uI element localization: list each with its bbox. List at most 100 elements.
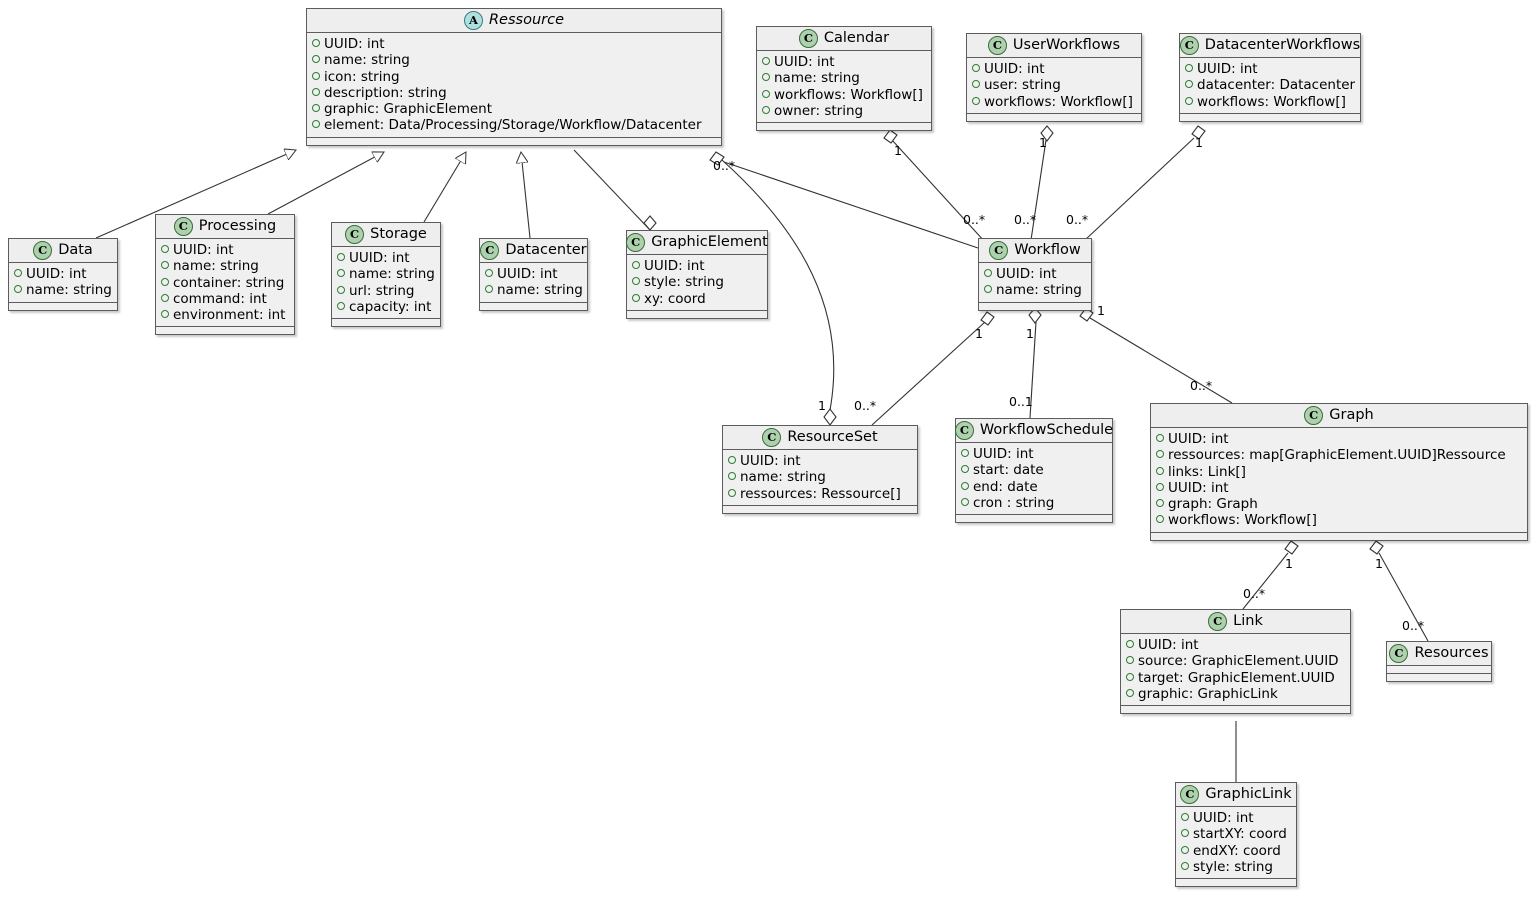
- edge-graphicelement-ressource: [573, 149, 651, 231]
- attribute-text: UUID: int: [324, 36, 385, 52]
- edge-processing-ressource: [267, 152, 384, 215]
- class-name-resources: Resources: [1414, 645, 1489, 662]
- class-name-ressource: Ressource: [488, 12, 565, 29]
- attribute-text: workflows: Workflow[]: [1197, 93, 1346, 110]
- class-methods-userworkflows: [967, 113, 1141, 121]
- visibility-public-icon: [961, 481, 969, 490]
- multiplicity-label: 0..*: [1190, 378, 1213, 393]
- attribute-text: UUID: int: [1138, 637, 1199, 653]
- attribute-text: style: string: [644, 274, 724, 291]
- attribute-text: url: string: [349, 282, 415, 299]
- visibility-public-icon: [1181, 813, 1189, 821]
- attribute-text: UUID: int: [644, 258, 705, 274]
- attribute-row: name: string: [762, 70, 927, 86]
- class-name-storage: Storage: [370, 226, 427, 243]
- class-icon: C: [173, 217, 193, 236]
- visibility-public-icon: [1181, 861, 1189, 870]
- multiplicity-label: 1: [1026, 326, 1034, 341]
- attribute-row: name: string: [728, 469, 913, 485]
- attribute-row: start: date: [961, 462, 1108, 478]
- multiplicity-label: 1: [894, 143, 902, 158]
- class-name-userworkflows: UserWorkflows: [1012, 37, 1121, 54]
- visibility-public-icon: [984, 285, 992, 294]
- class-icon: C: [626, 233, 646, 252]
- attribute-row: command: int: [161, 291, 290, 307]
- class-methods-workflow: [979, 302, 1091, 310]
- attribute-text: name: string: [996, 282, 1082, 299]
- visibility-public-icon: [1181, 829, 1189, 838]
- class-methods-data: [9, 302, 117, 310]
- visibility-public-icon: [1126, 672, 1134, 681]
- attribute-text: startXY: coord: [1193, 826, 1287, 843]
- attribute-row: workflows: Workflow[]: [972, 94, 1137, 110]
- class-name-datacenter: Datacenter: [505, 242, 587, 259]
- attribute-text: name: string: [26, 282, 112, 299]
- class-methods-datacenter: [480, 302, 587, 310]
- attribute-row: UUID: int: [984, 266, 1087, 282]
- attribute-text: cron : string: [973, 494, 1055, 511]
- visibility-public-icon: [161, 245, 169, 253]
- attribute-text: ressources: map[GraphicElement.UUID]Ress…: [1168, 447, 1506, 464]
- attribute-row: graph: Graph: [1156, 496, 1523, 512]
- attribute-row: UUID: int: [312, 36, 717, 52]
- class-icon: C: [954, 421, 974, 440]
- multiplicity-label: 1: [975, 326, 983, 341]
- visibility-public-icon: [762, 57, 770, 65]
- attribute-row: UUID: int: [1185, 61, 1356, 77]
- visibility-public-icon: [728, 488, 736, 497]
- visibility-public-icon: [972, 80, 980, 89]
- visibility-public-icon: [961, 497, 969, 506]
- attribute-text: UUID: int: [26, 266, 87, 282]
- attribute-row: name: string: [485, 282, 583, 298]
- visibility-public-icon: [1181, 845, 1189, 854]
- attribute-row: UUID: int: [1156, 431, 1523, 447]
- attribute-text: description: string: [324, 84, 447, 101]
- attribute-text: endXY: coord: [1193, 842, 1281, 859]
- visibility-public-icon: [485, 269, 493, 277]
- visibility-public-icon: [762, 89, 770, 98]
- attribute-row: UUID: int: [972, 61, 1137, 77]
- visibility-public-icon: [972, 96, 980, 105]
- attribute-text: icon: string: [324, 68, 400, 85]
- visibility-public-icon: [337, 269, 345, 278]
- class-methods-ressource: [307, 137, 721, 145]
- visibility-public-icon: [1185, 80, 1193, 89]
- attribute-text: UUID: int: [1193, 810, 1254, 826]
- attribute-row: container: string: [161, 275, 290, 291]
- visibility-public-icon: [1126, 688, 1134, 697]
- class-icon: C: [1208, 612, 1228, 631]
- multiplicity-label: 1: [1195, 135, 1203, 150]
- multiplicity-label: 0..*: [854, 398, 877, 413]
- visibility-public-icon: [1185, 96, 1193, 105]
- multiplicity-label: 0..*: [963, 212, 986, 227]
- attribute-row: workflows: Workflow[]: [1156, 512, 1523, 528]
- attribute-text: UUID: int: [774, 54, 835, 70]
- attribute-row: ressources: Ressource[]: [728, 486, 913, 502]
- edge-workflow-resourceset: [871, 321, 986, 426]
- attribute-row: name: string: [312, 52, 717, 68]
- visibility-public-icon: [337, 253, 345, 261]
